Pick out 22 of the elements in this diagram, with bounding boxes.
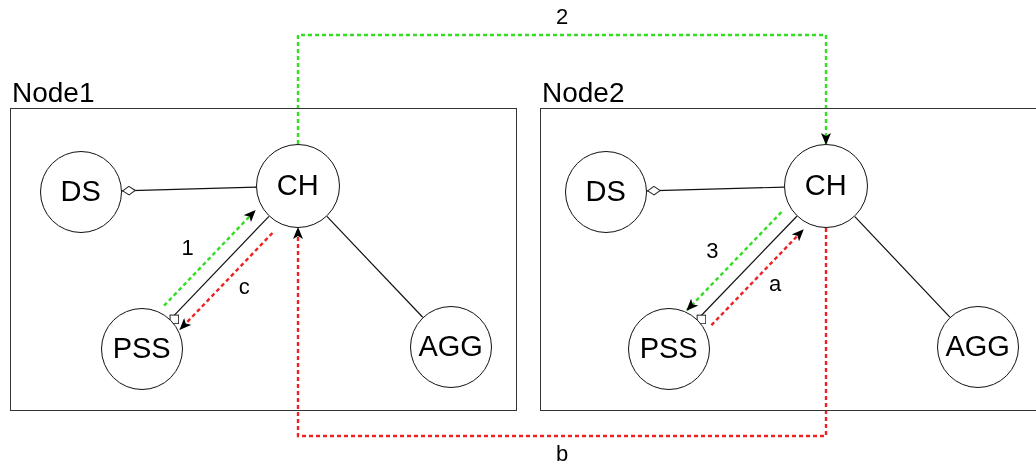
node-heading: Node2 <box>542 77 625 109</box>
dashed-arrow <box>686 211 783 311</box>
component-label: DS <box>60 175 101 209</box>
component-label: DS <box>585 175 626 209</box>
connector-line <box>121 185 257 196</box>
component-label: AGG <box>945 330 1010 364</box>
dashed-arrow <box>293 227 828 438</box>
connector-line <box>696 215 798 325</box>
component-label: CH <box>276 169 319 203</box>
connector-line <box>326 215 424 318</box>
connector-line <box>646 185 785 196</box>
dashed-arrow <box>163 209 256 307</box>
component-label: PSS <box>639 332 698 366</box>
component-label: PSS <box>112 332 171 366</box>
dashed-arrow <box>296 33 831 145</box>
dashed-arrow <box>710 229 804 327</box>
component-label: AGG <box>418 330 483 364</box>
component-label: CH <box>804 169 847 203</box>
dashed-arrow <box>179 232 274 331</box>
node-heading: Node1 <box>12 77 95 109</box>
connector-line <box>169 215 270 325</box>
connector-line <box>854 215 951 318</box>
